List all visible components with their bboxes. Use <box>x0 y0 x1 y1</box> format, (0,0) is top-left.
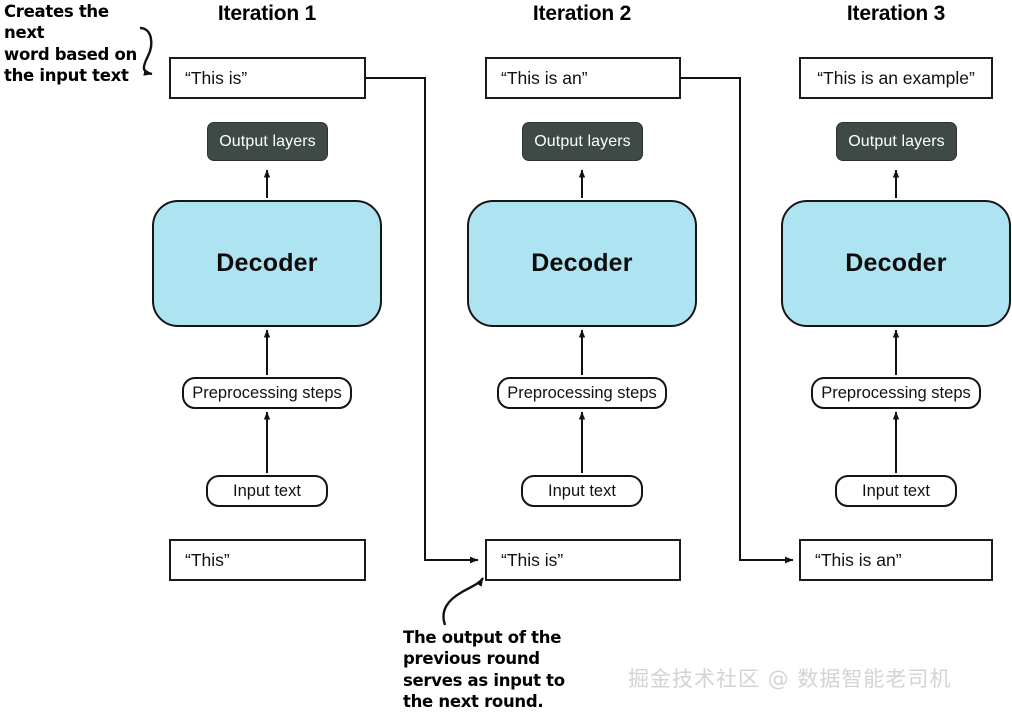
input-text-box-iteration-1[interactable]: Input text <box>206 475 328 507</box>
input-string-box-iteration-2[interactable]: “This is” <box>485 539 681 581</box>
decoder-box-iteration-2[interactable]: Decoder <box>467 200 697 327</box>
input-text-box-iteration-3[interactable]: Input text <box>835 475 957 507</box>
output-text-box-iteration-3[interactable]: “This is an example” <box>799 57 993 99</box>
column-heading-iteration-3: Iteration 3 <box>846 2 946 25</box>
output-text-box-iteration-1[interactable]: “This is” <box>169 57 366 99</box>
output-layers-box-iteration-3[interactable]: Output layers <box>836 122 957 161</box>
feedback-connector-2-to-3 <box>680 77 794 564</box>
annotation-arrow-top <box>139 26 153 76</box>
feedback-connector-1-to-2 <box>366 77 479 564</box>
decoder-box-iteration-1[interactable]: Decoder <box>152 200 382 327</box>
input-string-box-iteration-1[interactable]: “This” <box>169 539 366 581</box>
annotation-output-feeds-next-round: The output of the previous round serves … <box>403 628 565 712</box>
preprocessing-box-iteration-1[interactable]: Preprocessing steps <box>182 377 352 409</box>
column-heading-iteration-2: Iteration 2 <box>532 2 632 25</box>
decoder-box-iteration-3[interactable]: Decoder <box>781 200 1011 327</box>
output-layers-box-iteration-1[interactable]: Output layers <box>207 122 328 161</box>
watermark: 掘金技术社区 @ 数据智能老司机 <box>628 667 952 691</box>
output-layers-box-iteration-2[interactable]: Output layers <box>522 122 643 161</box>
annotation-creates-next-word: Creates the next word based on the input… <box>4 2 137 86</box>
output-text-box-iteration-2[interactable]: “This is an” <box>485 57 681 99</box>
input-text-box-iteration-2[interactable]: Input text <box>521 475 643 507</box>
preprocessing-box-iteration-2[interactable]: Preprocessing steps <box>497 377 667 409</box>
column-heading-iteration-1: Iteration 1 <box>217 2 317 25</box>
annotation-arrow-bottom <box>442 577 485 626</box>
preprocessing-box-iteration-3[interactable]: Preprocessing steps <box>811 377 981 409</box>
input-string-box-iteration-3[interactable]: “This is an” <box>799 539 993 581</box>
